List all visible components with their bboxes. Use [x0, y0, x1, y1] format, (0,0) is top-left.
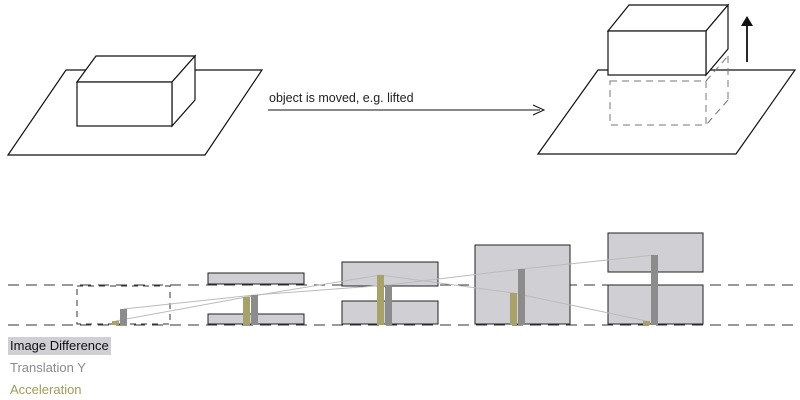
lifted-state-illustration — [536, 3, 797, 155]
legend-translation-y: Translation Y — [10, 360, 86, 375]
translation-y-bar-frame-4 — [518, 269, 525, 325]
ground-plane-right — [536, 69, 797, 155]
object-box-left — [75, 54, 197, 128]
acceleration-bar-frame-5 — [643, 321, 650, 325]
initial-state-illustration — [6, 54, 264, 156]
object-box-lifted — [606, 3, 730, 77]
translation-y-bar-frame-5 — [651, 255, 658, 325]
legend-image-difference: Image Difference — [8, 337, 111, 355]
translation-y-bar-frame-1 — [120, 309, 127, 325]
lift-arrow-icon — [741, 16, 753, 62]
frame-sequence — [8, 232, 795, 326]
translation-y-bar-frame-2 — [251, 295, 258, 325]
acceleration-bar-frame-2 — [243, 297, 250, 325]
transition-arrow-label: object is moved, e.g. lifted — [269, 91, 414, 105]
acceleration-bar-frame-1 — [112, 321, 119, 325]
ghost-box-outline — [609, 55, 729, 126]
legend-acceleration: Acceleration — [10, 382, 82, 397]
translation-y-bar-frame-3 — [385, 285, 392, 325]
frame-2-diff-top — [207, 272, 305, 285]
acceleration-bar-frame-4 — [510, 293, 517, 325]
acceleration-bar-frame-3 — [377, 275, 384, 325]
transition-arrow: object is moved, e.g. lifted — [268, 91, 546, 116]
frame-3-diff-top — [341, 261, 439, 287]
measurement-bars — [112, 255, 658, 325]
